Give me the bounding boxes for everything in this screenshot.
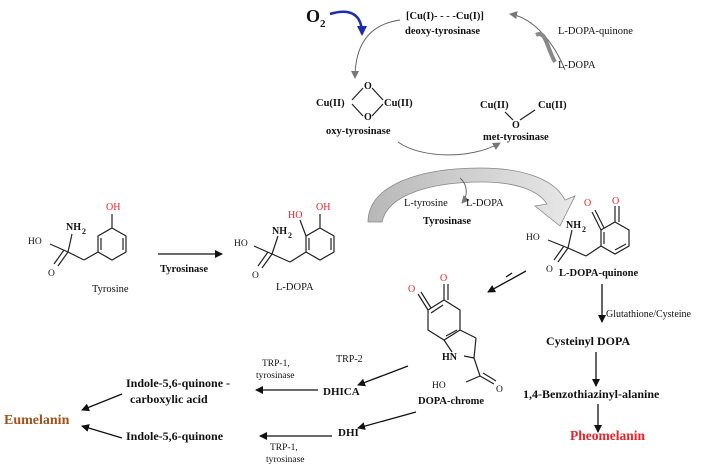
- oxy-tyrosinase-core: Cu(II) Cu(II) O O: [316, 81, 413, 123]
- trp2-label: TRP-2: [336, 354, 363, 365]
- dopachrome-to-dhi-arrow: [357, 411, 417, 430]
- svg-text:NH: NH: [272, 226, 287, 237]
- ldopa-quinone-cycle-label: L-DOPA-quinone: [558, 26, 633, 37]
- quinone-to-dopachrome-tick: [505, 272, 513, 278]
- dhi-label: DHI: [338, 427, 359, 439]
- met-tyrosinase-core: Cu(II) Cu(II) O: [480, 100, 567, 131]
- glutathione-cysteine-label: Glutathione/Cysteine: [606, 309, 692, 320]
- center-tyrosinase-label: Tyrosinase: [423, 216, 471, 227]
- svg-text:O: O: [252, 271, 259, 281]
- o2-label: O 2: [306, 6, 326, 30]
- dopachrome-to-dhica-arrow: [357, 365, 409, 387]
- svg-text:O: O: [612, 196, 619, 207]
- svg-text:OH: OH: [106, 202, 120, 213]
- pheomelanin-label: Pheomelanin: [570, 428, 645, 443]
- o2-binding-arrow: [329, 10, 367, 36]
- oxy-tyrosinase-label: oxy-tyrosinase: [326, 126, 391, 137]
- deoxy-tyrosinase-label: deoxy-tyrosinase: [405, 26, 480, 37]
- svg-text:O: O: [48, 269, 55, 279]
- svg-text:HO: HO: [526, 233, 540, 243]
- iq-to-eumelanin-arrow: [81, 424, 123, 439]
- dopachrome-label: DOPA-chrome: [418, 396, 484, 407]
- svg-text:Cu(II): Cu(II): [384, 98, 413, 109]
- iq-carboxylic-to-eumelanin-arrow: [81, 393, 123, 412]
- dopachrome-structure: O O HN HO O: [408, 273, 503, 395]
- ldopa-cycle-label: L-DOPA: [558, 60, 596, 71]
- svg-text:2: 2: [82, 227, 86, 236]
- svg-text:Cu(II): Cu(II): [538, 100, 567, 111]
- svg-text:NH: NH: [566, 220, 581, 231]
- trp1-label-a: TRP-1,: [262, 359, 290, 369]
- substrate-entry-arrow: [535, 32, 557, 63]
- svg-text:2: 2: [320, 18, 326, 30]
- ldopa-quinone-structure: O O NH 2 HO O: [526, 196, 630, 275]
- svg-text:O: O: [512, 120, 520, 131]
- svg-text:Cu(II): Cu(II): [480, 100, 509, 111]
- svg-text:Cu(II): Cu(II): [316, 98, 345, 109]
- ldopa-quinone-label: L-DOPA-quinone: [559, 268, 638, 279]
- indole-quinone-carboxylic-label-1: Indole-5,6-quinone -: [126, 376, 230, 390]
- svg-text:O: O: [440, 273, 447, 284]
- ldopa-release-arrow: [459, 177, 470, 204]
- svg-text:O: O: [364, 112, 372, 123]
- svg-text:O: O: [364, 81, 372, 92]
- svg-text:O: O: [496, 385, 503, 395]
- deoxy-complex: [Cu(I)- - - -Cu(I)]: [406, 11, 484, 22]
- svg-text:HO: HO: [432, 381, 446, 391]
- tyrosine-structure: OH NH 2 HO O: [28, 202, 127, 279]
- tyrosinase-label-b: tyrosinase: [266, 455, 305, 465]
- ldopa-label: L-DOPA: [276, 282, 314, 293]
- svg-text:2: 2: [288, 231, 292, 240]
- catalysis-swoop-arrow: [367, 167, 576, 227]
- deoxy-to-oxy-arrow: [351, 19, 401, 79]
- met-tyrosinase-label: met-tyrosinase: [483, 132, 549, 143]
- tyrosinase-label-a: tyrosinase: [256, 371, 295, 381]
- ldopa-structure: OH HO NH 2 HO O: [234, 202, 335, 281]
- trp1-label-b: TRP-1,: [270, 443, 298, 453]
- indole-quinone-carboxylic-label-2: carboxylic acid: [130, 392, 208, 406]
- l-tyrosine-label: L-tyrosine: [404, 198, 448, 209]
- svg-text:O: O: [584, 198, 591, 209]
- met-to-deoxy-arrow: [509, 11, 566, 71]
- svg-text:O: O: [408, 284, 415, 295]
- oxy-to-met-arrow: [397, 141, 501, 156]
- eumelanin-label: Eumelanin: [4, 413, 70, 428]
- svg-text:NH: NH: [66, 222, 81, 233]
- cysteinyl-dopa-label: Cysteinyl DOPA: [546, 334, 630, 348]
- svg-text:HN: HN: [442, 352, 458, 363]
- svg-text:HO: HO: [234, 239, 248, 249]
- benzothiazinyl-alanine-label: 1,4-Benzothiazinyl-alanine: [523, 387, 660, 401]
- svg-text:OH: OH: [316, 202, 330, 213]
- svg-text:HO: HO: [28, 237, 42, 247]
- svg-text:HO: HO: [288, 210, 302, 221]
- quinone-to-dopachrome-arrow: [487, 270, 527, 293]
- svg-text:O: O: [306, 6, 320, 26]
- svg-text:O: O: [546, 265, 553, 275]
- tyrosine-label: Tyrosine: [92, 284, 129, 295]
- tyrosinase-enzyme-label: Tyrosinase: [160, 264, 208, 275]
- indole-quinone-label: Indole-5,6-quinone: [126, 429, 224, 443]
- svg-text:2: 2: [582, 225, 586, 234]
- dhica-label: DHICA: [323, 386, 360, 398]
- center-ldopa-label: L-DOPA: [466, 198, 504, 209]
